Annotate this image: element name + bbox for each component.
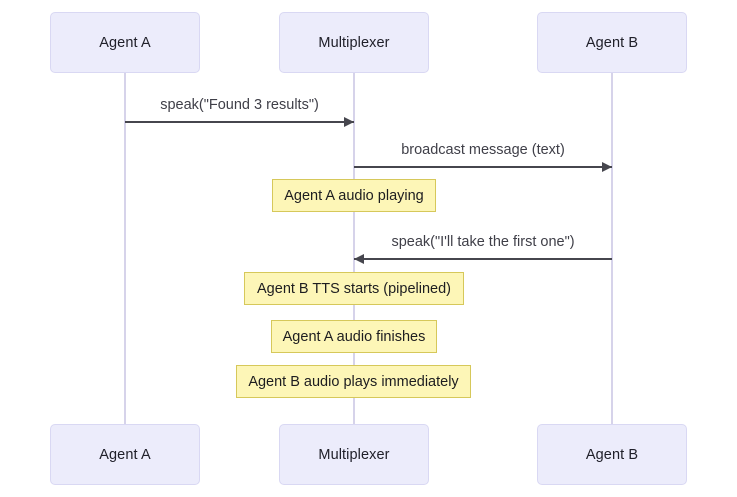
participant-header-agent-b[interactable]: Agent B <box>537 12 687 73</box>
note-label: Agent B TTS starts (pipelined) <box>257 280 451 297</box>
participant-label: Agent B <box>585 34 639 51</box>
note-label: Agent A audio finishes <box>282 328 426 345</box>
participant-label: Agent A <box>99 34 151 51</box>
note-agent-b-audio-plays[interactable]: Agent B audio plays immediately <box>236 365 471 398</box>
message-line <box>354 166 612 168</box>
participant-label: Multiplexer <box>318 34 390 51</box>
message-label: broadcast message (text) <box>401 142 565 158</box>
note-agent-a-audio-playing[interactable]: Agent A audio playing <box>272 179 436 212</box>
note-agent-b-tts-starts[interactable]: Agent B TTS starts (pipelined) <box>244 272 464 305</box>
note-agent-a-audio-finishes[interactable]: Agent A audio finishes <box>271 320 437 353</box>
message-label: speak("I'll take the first one") <box>391 234 575 250</box>
participant-label: Agent A <box>99 446 151 463</box>
lifeline-multiplexer <box>353 73 355 424</box>
message-line <box>354 258 612 260</box>
note-label: Agent B audio plays immediately <box>248 373 459 390</box>
participant-footer-agent-a[interactable]: Agent A <box>50 424 200 485</box>
participant-header-multiplexer[interactable]: Multiplexer <box>279 12 429 73</box>
message-line <box>125 121 354 123</box>
participant-label: Multiplexer <box>318 446 390 463</box>
note-label: Agent A audio playing <box>284 187 424 204</box>
participant-footer-agent-b[interactable]: Agent B <box>537 424 687 485</box>
participant-footer-multiplexer[interactable]: Multiplexer <box>279 424 429 485</box>
message-label: speak("Found 3 results") <box>160 97 319 113</box>
participant-header-agent-a[interactable]: Agent A <box>50 12 200 73</box>
lifeline-agent-b <box>611 73 613 424</box>
participant-label: Agent B <box>585 446 639 463</box>
arrow-head-right-icon <box>602 161 612 172</box>
arrow-head-left-icon <box>354 253 364 264</box>
lifeline-agent-a <box>124 73 126 424</box>
arrow-head-right-icon <box>344 116 354 127</box>
